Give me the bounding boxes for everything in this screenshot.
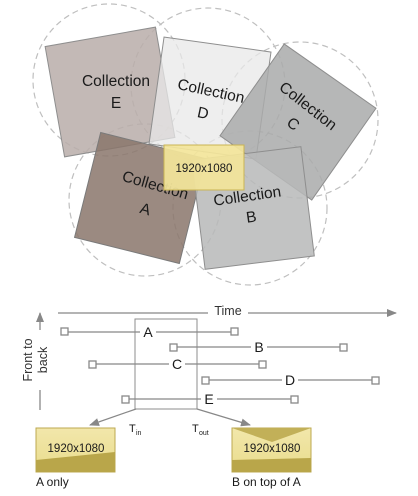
track-b: B: [169, 339, 348, 355]
track-e-start-handle: [121, 395, 130, 404]
t-in-sub: in: [136, 430, 142, 437]
track-b-end-handle: [339, 343, 348, 352]
time-axis-label: Time: [214, 304, 241, 318]
collection-e-label-line2: E: [111, 95, 121, 112]
left-frame-caption: A only: [36, 475, 69, 489]
track-b-start-handle: [169, 343, 178, 352]
track-e-label-bg: [201, 391, 217, 407]
track-c-label: C: [172, 356, 182, 372]
left-output-frame: 1920x1080 A only: [35, 427, 116, 489]
track-c: C: [88, 356, 267, 372]
collection-e: Collection E: [44, 26, 176, 158]
center-frame: 1920x1080: [163, 144, 245, 191]
track-c-end-handle: [258, 360, 267, 369]
track-b-label-bg: [251, 339, 267, 355]
track-d-start-handle: [201, 376, 210, 385]
track-e-label: E: [204, 391, 213, 407]
center-frame-label: 1920x1080: [176, 163, 233, 175]
left-frame-label: 1920x1080: [48, 443, 105, 455]
t-in-main: T: [129, 423, 136, 435]
depth-axis: Front to back: [21, 312, 56, 410]
collection-d-label-line2: D: [196, 104, 210, 123]
t-out-label: T out: [192, 423, 209, 437]
track-d: D: [201, 372, 380, 388]
t-out-sub: out: [199, 430, 209, 437]
right-frame-label: 1920x1080: [244, 443, 301, 455]
track-d-label-bg: [282, 372, 298, 388]
track-e-end-handle: [290, 395, 299, 404]
track-a: A: [60, 324, 239, 340]
time-label-bg: [208, 303, 248, 319]
right-frame-dark-top: [232, 428, 311, 442]
depth-axis-label-line2: back: [36, 346, 50, 373]
center-frame-box: [163, 144, 245, 191]
track-a-label-bg: [140, 324, 156, 340]
track-a-start-handle: [60, 327, 69, 336]
track-a-label: A: [143, 324, 153, 340]
depth-axis-label-line1: Front to: [21, 338, 35, 381]
arrow-to-left-frame: [89, 408, 137, 426]
collection-e-label-line1: Collection: [82, 73, 150, 90]
track-e: E: [121, 391, 299, 407]
track-d-end-handle: [371, 376, 380, 385]
time-axis: Time: [58, 303, 397, 319]
track-a-end-handle: [230, 327, 239, 336]
tracks: A B C D E: [60, 324, 380, 407]
left-frame-dark-corner: [36, 452, 115, 472]
collection-b-label-line2: B: [245, 208, 258, 226]
depth-label-bg: [24, 330, 56, 390]
track-c-start-handle: [88, 360, 97, 369]
track-d-label: D: [285, 372, 295, 388]
track-c-label-bg: [169, 356, 185, 372]
t-in-label: T in: [129, 423, 142, 437]
track-b-label: B: [254, 339, 263, 355]
right-output-frame: 1920x1080 B on top of A: [231, 427, 312, 489]
right-frame-caption: B on top of A: [232, 475, 301, 489]
right-frame-dark-bottom: [232, 458, 311, 472]
t-out-main: T: [192, 423, 199, 435]
arrow-to-right-frame: [196, 408, 251, 427]
